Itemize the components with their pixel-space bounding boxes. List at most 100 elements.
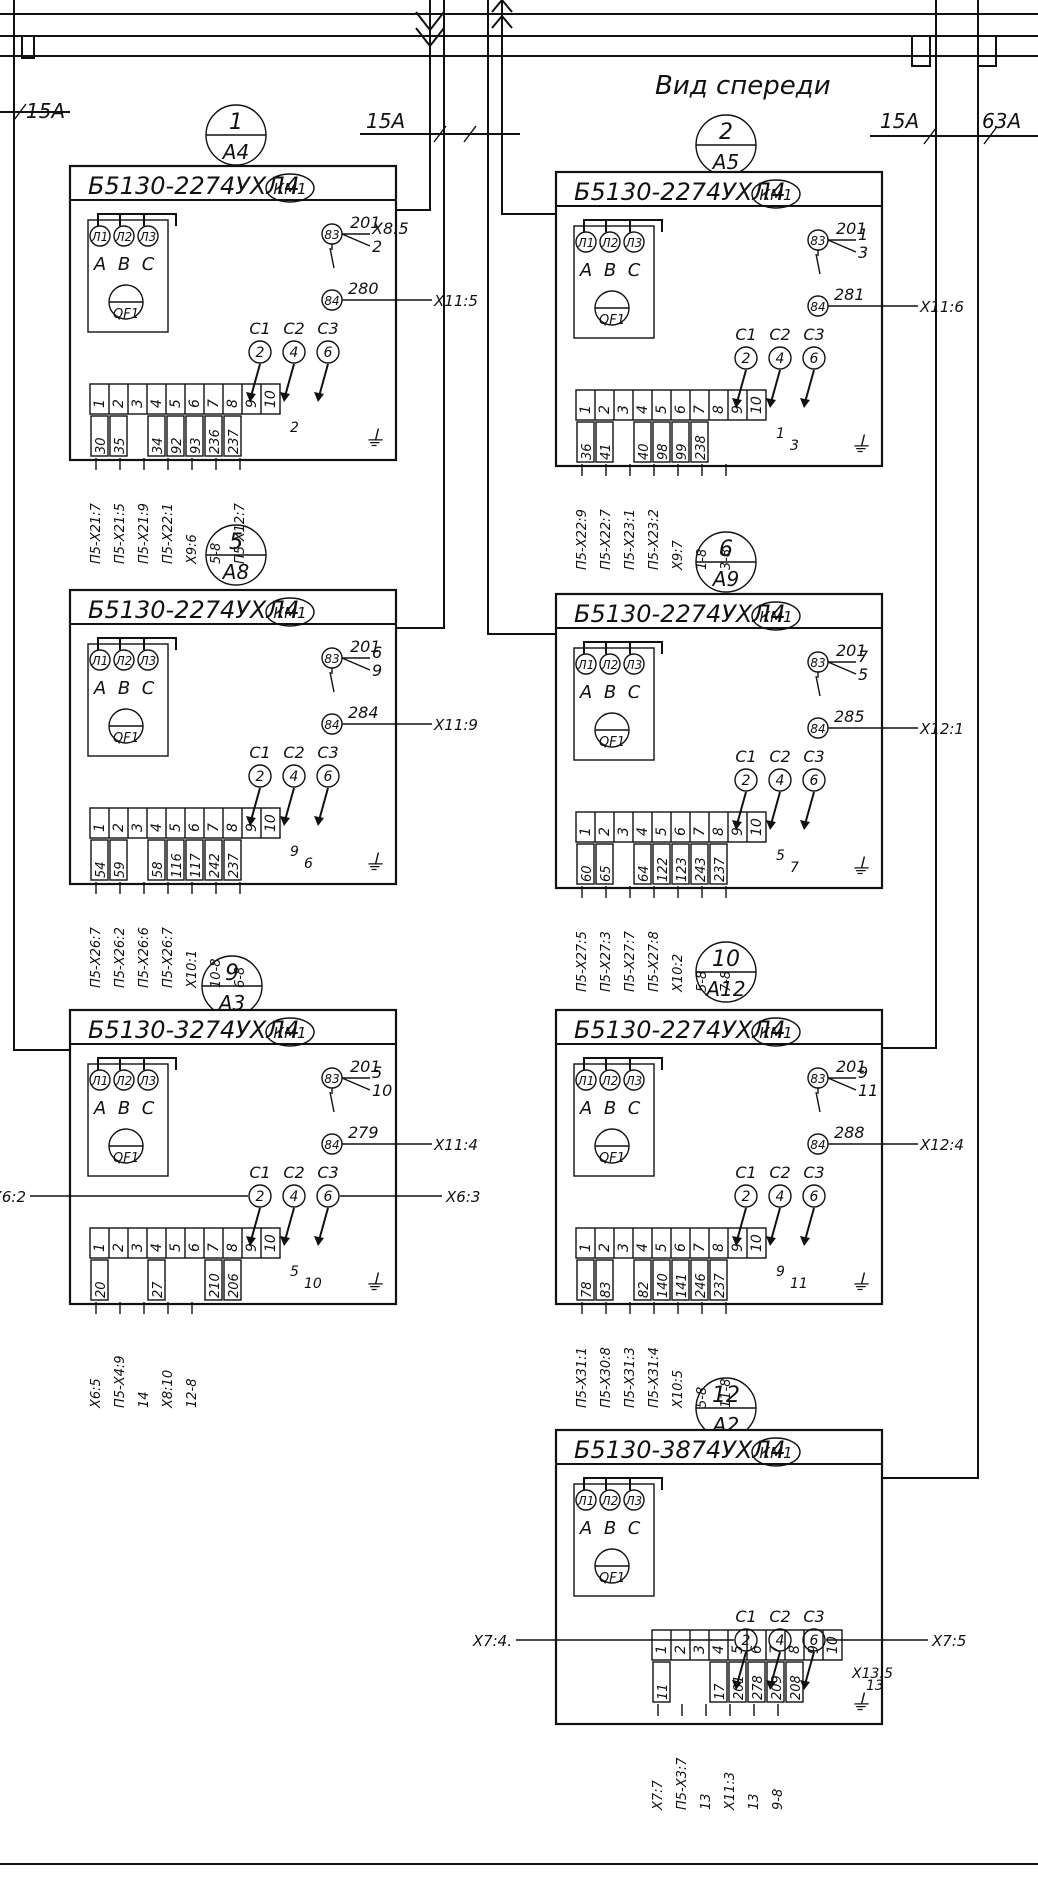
coil-arrow — [732, 820, 742, 830]
contactor-label: КМ1 — [759, 1024, 792, 1042]
terminal-number: 9 — [730, 827, 746, 836]
coil-arrow — [766, 1680, 776, 1690]
coil-label: С3 — [803, 1163, 824, 1182]
wire-number: 64 — [637, 865, 652, 882]
wire-marker — [633, 1259, 652, 1301]
phase-terminal-label: Л1 — [577, 658, 595, 672]
wire-number: 236 — [208, 429, 223, 454]
phase-terminal-label: Л3 — [625, 236, 643, 250]
feed-tick-2 — [463, 125, 477, 143]
wire-marker — [690, 421, 709, 463]
wire-marker — [652, 843, 671, 885]
callout-number: 2 — [719, 120, 733, 145]
terminal-number: 3 — [616, 827, 632, 836]
wire-number: 237 — [713, 856, 728, 882]
coil-left-target: X6:2 — [0, 1188, 26, 1206]
output-target: X11:5 — [433, 292, 478, 310]
phase-terminal-3 — [623, 653, 645, 675]
wire-destination: 14 — [137, 1391, 152, 1408]
aux-contact-label: 84 — [810, 300, 825, 314]
aux-contact-label: 84 — [324, 718, 339, 732]
wire-number: 238 — [694, 435, 709, 460]
wire-marker — [690, 1259, 709, 1301]
wire-marker — [728, 1661, 747, 1703]
phase-terminal-1 — [575, 231, 597, 253]
terminal-number: 1 — [92, 399, 108, 408]
phase-terminal-1 — [89, 225, 111, 247]
phase-terminal-1 — [575, 1069, 597, 1091]
terminal-number: 10 — [749, 818, 765, 836]
unit-title: Б5130-2274УХЛ4 — [574, 600, 786, 628]
contact-wire-number: 201 — [350, 213, 381, 232]
callout-number: 6 — [719, 537, 733, 562]
breaker-label: QF1 — [113, 731, 139, 746]
terminal-number: 7 — [692, 1243, 708, 1252]
feed-tick-3 — [923, 127, 937, 145]
wire-marker — [223, 1259, 242, 1301]
wire-destination: П5-X27:8 — [647, 931, 662, 992]
wire-number: 20 — [94, 1281, 109, 1298]
phase-terminal-3 — [137, 649, 159, 671]
phase-terminal-label: Л1 — [91, 230, 109, 244]
terminal-number: 1 — [578, 405, 594, 414]
wire-marker — [185, 839, 204, 881]
contactor-label: КМ1 — [759, 608, 792, 626]
coil-terminal-number: 2 — [256, 1189, 265, 1205]
callout-reference: А12 — [704, 977, 745, 1001]
callout-c6: 6А9 — [695, 531, 757, 593]
wire-marker — [652, 1259, 671, 1301]
phase-letter: А — [93, 1098, 106, 1119]
coil-terminal-4 — [282, 340, 306, 364]
phase-letter: В — [604, 682, 616, 703]
unit-title: Б5130-2274УХЛ4 — [88, 172, 300, 200]
jumper-label: X13:5 — [851, 1666, 893, 1682]
breaker-label: QF1 — [599, 1571, 625, 1586]
phase-feed-bus — [97, 637, 177, 650]
contactor-ellipse — [265, 597, 315, 627]
wire-destination: X9:6 — [185, 534, 200, 565]
coil-terminal-6 — [316, 340, 340, 364]
feed-right-a12 — [872, 0, 937, 1049]
jumper-label: 10 — [304, 1276, 322, 1292]
wire-destination: П5-X27:3 — [599, 931, 614, 992]
terminal-number: 3 — [692, 1645, 708, 1654]
coil-arrow — [732, 1236, 742, 1246]
coil-terminal-number: 2 — [256, 769, 265, 785]
wire-destination: П5-X26:7 — [89, 926, 104, 988]
phase-terminal-3 — [137, 225, 159, 247]
wire-number: 82 — [637, 1281, 652, 1298]
wire-destination: 12-8 — [185, 1378, 200, 1408]
wire-number: 123 — [675, 857, 690, 882]
phase-terminal-2 — [113, 649, 135, 671]
coil-terminal-number: 2 — [742, 1633, 751, 1649]
coil-terminal-number: 6 — [810, 1633, 819, 1649]
wire-number: 65 — [599, 865, 614, 882]
terminal-number: 1 — [578, 827, 594, 836]
phase-letter: А — [93, 254, 106, 275]
wire-number: 99 — [675, 443, 690, 460]
jumper-label: 9 — [290, 844, 299, 860]
wire-number: 122 — [656, 857, 671, 882]
terminal-number: 10 — [749, 1234, 765, 1252]
wire-marker — [90, 839, 109, 881]
ground-symbol: ⏚ — [363, 427, 385, 452]
phase-feed-bus — [583, 1477, 663, 1490]
wire-marker — [576, 843, 595, 885]
terminal-number: 4 — [149, 399, 165, 408]
terminal-number: 7 — [206, 1243, 222, 1252]
terminal-number: 5 — [654, 405, 670, 414]
phase-letter: А — [579, 1098, 592, 1119]
coil-terminal-number: 6 — [810, 773, 819, 789]
terminal-number: 5 — [654, 1243, 670, 1252]
phase-terminal-3 — [137, 1069, 159, 1091]
contact-target: X8:5 — [371, 219, 409, 238]
aux-contact-label: 83 — [324, 1072, 339, 1086]
coil-arrow — [800, 398, 810, 408]
wire-destination: 7-8 — [719, 971, 734, 992]
jumper-label: 9 — [776, 1264, 785, 1280]
coil-terminal-4 — [768, 1628, 792, 1652]
terminal-number: 1 — [578, 1243, 594, 1252]
wire-number: 27 — [151, 1281, 166, 1298]
feed-rating-far-right: 63А — [982, 109, 1021, 133]
